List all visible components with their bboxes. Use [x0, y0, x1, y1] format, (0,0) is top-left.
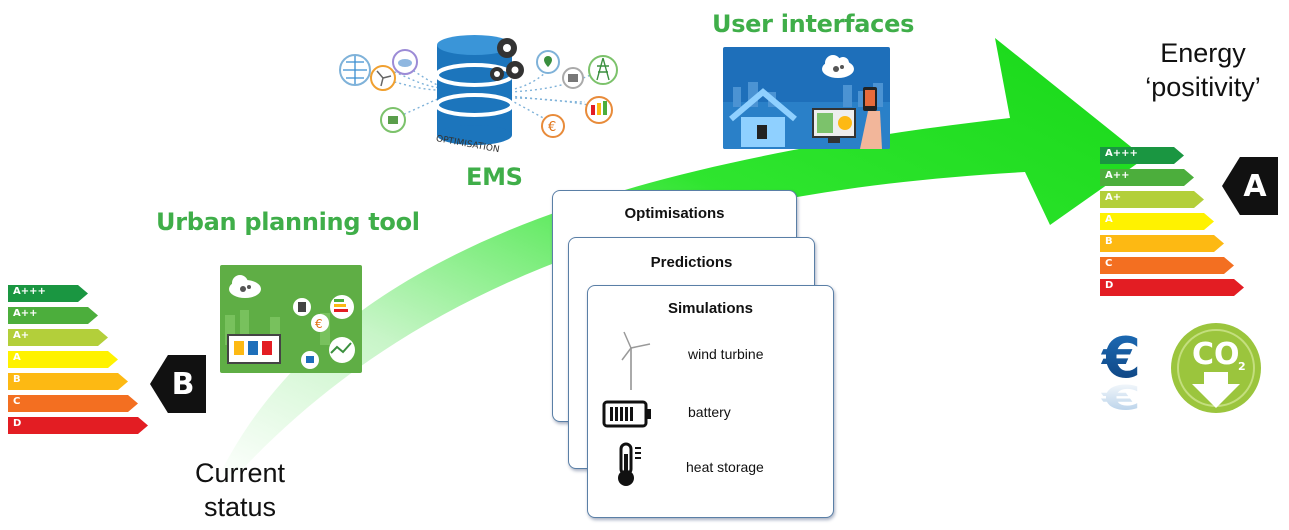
energy-class-bar: A: [8, 351, 118, 368]
energy-class-bar: C: [8, 395, 138, 412]
svg-text:2: 2: [1238, 360, 1246, 373]
database-icon: [435, 35, 514, 145]
simulations-card: Simulations wind turbine battery heat st…: [587, 285, 834, 518]
energy-class-bar: D: [8, 417, 148, 434]
user-interfaces-heading: User interfaces: [712, 10, 915, 38]
energy-class-bar: C: [1100, 257, 1234, 274]
energy-class-bar: A+++: [8, 285, 88, 302]
ems-graphic: € OPTIMISATION: [335, 30, 620, 155]
energy-label-current: A+++ A++ A+ A B C D: [8, 285, 158, 445]
thermometer-icon: [618, 442, 641, 486]
current-status-label: Current status: [194, 458, 286, 522]
energy-class-bar: B: [1100, 235, 1224, 252]
euro-badge: € €: [1098, 325, 1158, 416]
ems-heading: EMS: [466, 163, 523, 191]
co2-reduction-badge: CO 2: [1170, 322, 1262, 414]
house-icon: [729, 88, 797, 147]
euro-icon: [311, 314, 329, 332]
predictions-title: Predictions: [650, 254, 733, 271]
urban-planning-graphic: €: [220, 265, 362, 373]
svg-text:€: €: [1100, 326, 1141, 391]
energy-class-bar: A: [1100, 213, 1214, 230]
phone-icon: [860, 87, 882, 149]
energy-class-bar: A+++: [1100, 147, 1184, 164]
cloud-icon: [822, 55, 854, 78]
battery-label: battery: [688, 404, 731, 420]
energy-class-bar: B: [8, 373, 128, 390]
svg-text:€: €: [315, 317, 323, 331]
energy-class-bar: A++: [1100, 169, 1194, 186]
svg-text:CO: CO: [1192, 337, 1240, 372]
svg-text:€: €: [1101, 377, 1141, 415]
heat-storage-label: heat storage: [686, 459, 764, 475]
energy-class-bar: A+: [8, 329, 108, 346]
wind-turbine-label: wind turbine: [688, 346, 764, 362]
down-arrow-icon: [1192, 372, 1240, 408]
user-interfaces-graphic: [723, 47, 890, 149]
pylon-icon: [588, 55, 618, 85]
energy-positivity-label: Energy ‘positivity’: [1145, 38, 1261, 102]
optimisations-title: Optimisations: [624, 205, 725, 222]
energy-label-target: A+++ A++ A+ A B C D: [1100, 147, 1250, 307]
euro-icon: [541, 114, 565, 138]
energy-class-bar: A++: [8, 307, 98, 324]
urban-planning-heading: Urban planning tool: [156, 208, 420, 236]
energy-class-bar: D: [1100, 279, 1244, 296]
simulations-title: Simulations: [667, 300, 753, 317]
monitor-icon: [227, 334, 281, 364]
energy-class-bar: A+: [1100, 191, 1204, 208]
battery-icon: [602, 400, 651, 428]
cloud-icon: [229, 275, 261, 298]
monitor-icon: [812, 108, 856, 143]
wind-turbine-icon: [621, 331, 651, 390]
gears-icon: [490, 38, 524, 81]
svg-text:€: €: [548, 120, 556, 135]
